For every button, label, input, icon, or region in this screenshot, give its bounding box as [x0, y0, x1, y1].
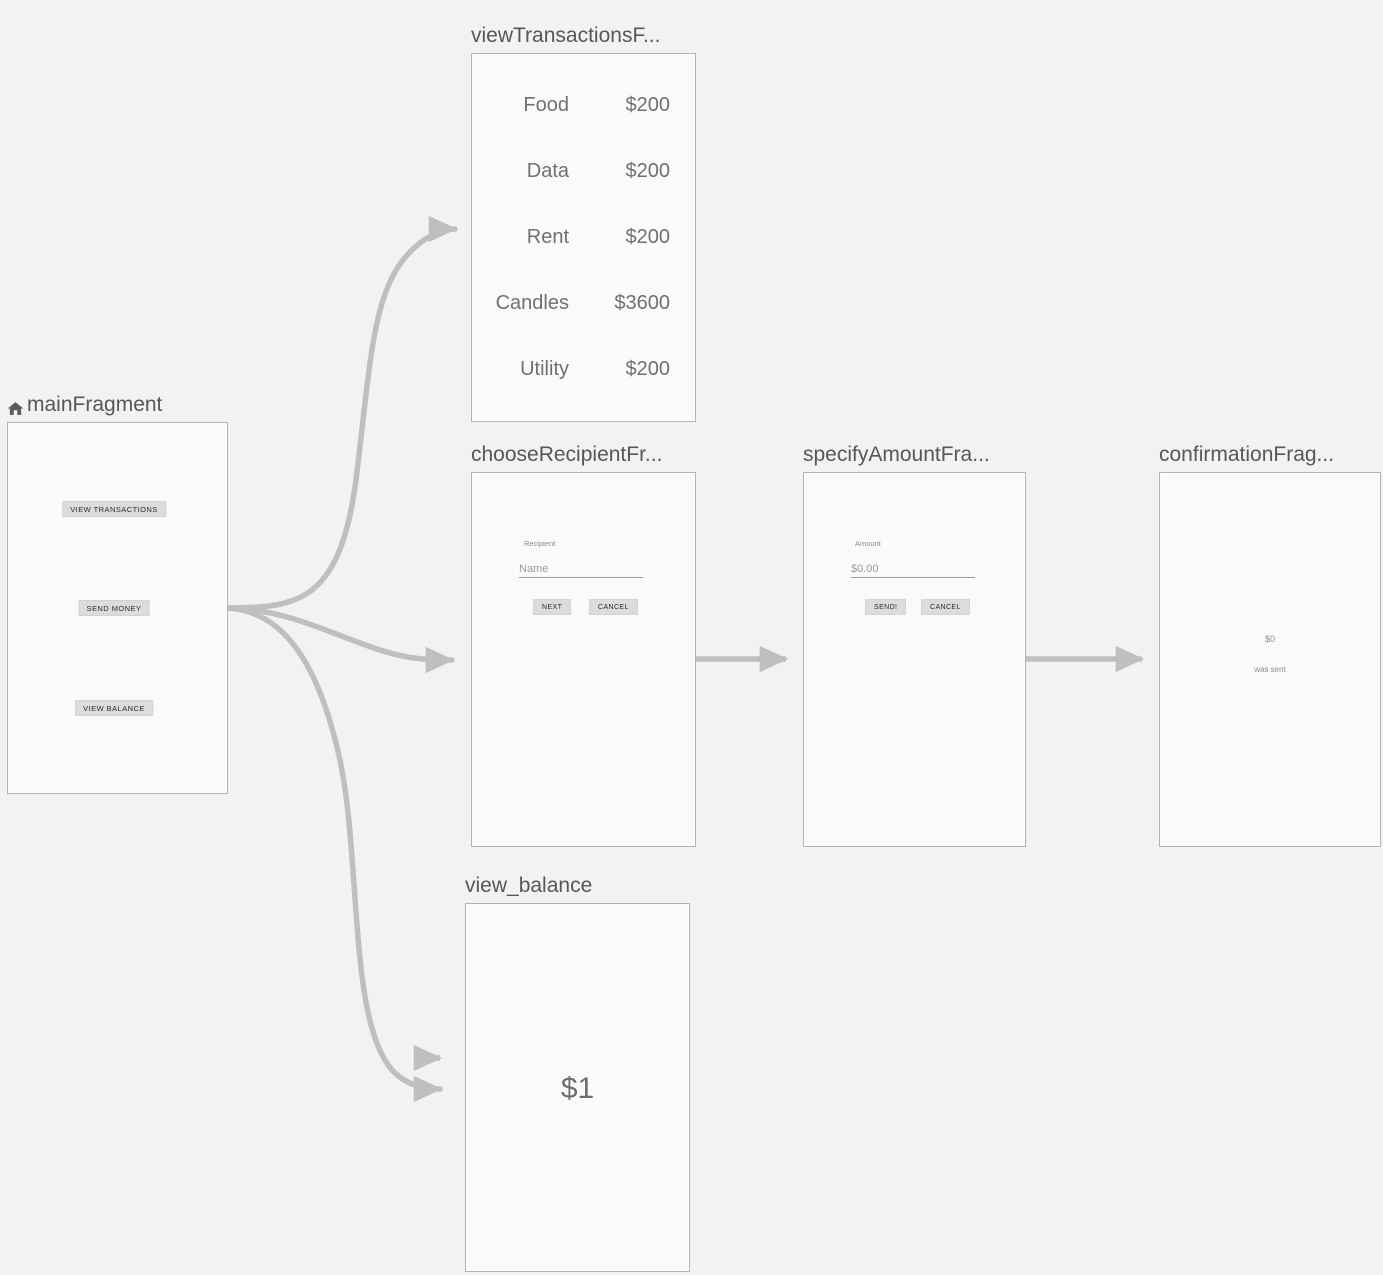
transaction-amount: $200 — [625, 94, 671, 116]
node-choose-recipient-label: chooseRecipientFr... — [471, 443, 663, 466]
node-view-transactions-label: viewTransactionsF... — [471, 24, 661, 47]
home-icon — [7, 398, 24, 415]
node-specify-amount-fragment[interactable]: specifyAmountFra... Amount $0.00 SEND! C… — [803, 443, 1026, 847]
view-transactions-button[interactable]: VIEW TRANSACTIONS — [62, 501, 166, 517]
view-balance-button[interactable]: VIEW BALANCE — [75, 700, 153, 716]
confirmation-amount: $0 — [1264, 634, 1275, 644]
node-confirmation-title: confirmationFrag... — [1159, 442, 1334, 468]
node-view-transactions-fragment[interactable]: viewTransactionsF... Food $200 Data $200… — [471, 24, 696, 422]
node-specify-amount-title: specifyAmountFra... — [803, 442, 990, 468]
recipient-field-label: Recipient — [524, 539, 556, 548]
transaction-amount: $200 — [625, 358, 671, 380]
cancel-button[interactable]: CANCEL — [589, 599, 638, 615]
transaction-category: Utility — [520, 358, 569, 380]
transaction-category: Data — [526, 160, 569, 182]
transaction-amount: $3600 — [614, 292, 670, 314]
node-main-fragment-label: mainFragment — [27, 393, 163, 416]
node-view-balance-label: view_balance — [465, 874, 593, 897]
node-view-transactions-title: viewTransactionsF... — [471, 23, 660, 49]
node-view-balance[interactable]: view_balance $1 — [465, 874, 690, 1272]
amount-input[interactable]: $0.00 — [851, 562, 975, 578]
node-main-fragment[interactable]: mainFragment VIEW TRANSACTIONS SEND MONE… — [7, 393, 228, 794]
next-button[interactable]: NEXT — [533, 599, 572, 615]
amount-field-label: Amount — [855, 539, 881, 548]
transaction-category: Food — [523, 94, 569, 116]
node-specify-amount-label: specifyAmountFra... — [803, 443, 990, 466]
recipient-name-input[interactable]: Name — [519, 562, 643, 578]
edge-main-to-view-balance — [226, 605, 443, 1103]
transaction-amount: $200 — [625, 226, 671, 248]
table-row: Rent $200 — [471, 225, 696, 249]
node-specify-amount-frame — [803, 472, 1026, 847]
cancel-button[interactable]: CANCEL — [921, 599, 970, 615]
node-view-balance-title: view_balance — [465, 873, 592, 899]
node-confirmation-fragment[interactable]: confirmationFrag... $0 was sent — [1159, 443, 1381, 847]
edge-main-to-choose-recipient — [226, 605, 455, 674]
table-row: Food $200 — [471, 93, 696, 117]
transaction-category: Candles — [495, 292, 569, 314]
send-money-button[interactable]: SEND MONEY — [78, 600, 150, 616]
node-choose-recipient-title: chooseRecipientFr... — [471, 442, 662, 468]
balance-amount: $1 — [560, 1072, 595, 1105]
node-confirmation-label: confirmationFrag... — [1159, 443, 1335, 466]
table-row: Data $200 — [471, 159, 696, 183]
confirmation-message: was sent — [1254, 665, 1286, 674]
table-row: Utility $200 — [471, 357, 696, 381]
node-confirmation-frame — [1159, 472, 1381, 847]
send-button[interactable]: SEND! — [865, 599, 907, 615]
node-view-balance-frame — [465, 903, 690, 1272]
table-row: Candles $3600 — [471, 291, 696, 315]
transaction-amount: $200 — [625, 160, 671, 182]
node-view-transactions-frame — [471, 53, 696, 422]
edge-main-to-view-transactions — [226, 215, 458, 611]
node-choose-recipient-frame — [471, 472, 696, 847]
transaction-category: Rent — [526, 226, 569, 248]
node-choose-recipient-fragment[interactable]: chooseRecipientFr... Recipient Name NEXT… — [471, 443, 696, 847]
node-main-fragment-frame — [7, 422, 228, 794]
node-main-fragment-title: mainFragment — [7, 392, 162, 418]
